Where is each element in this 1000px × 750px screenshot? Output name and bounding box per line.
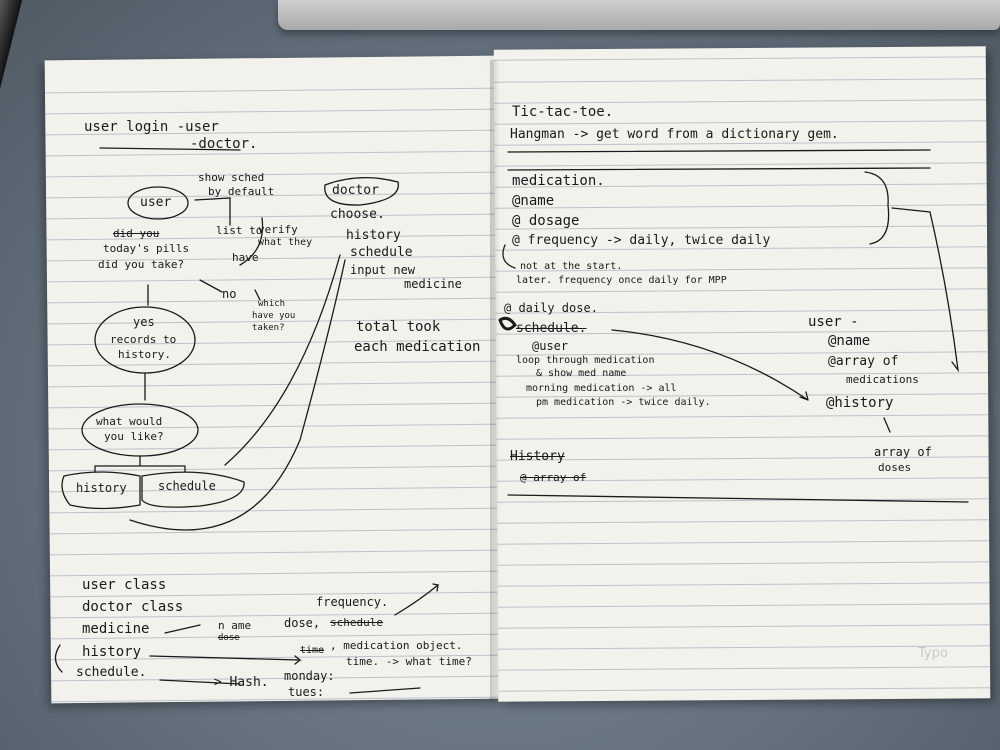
show-med-label: & show med name (536, 368, 627, 379)
time-struck: time (300, 645, 325, 656)
schedule-struck-label: schedule. (516, 321, 587, 336)
history-node-label: history (76, 481, 127, 495)
total-took-label: total took (356, 319, 441, 335)
show-sched-label: show sched (198, 171, 265, 184)
user-name-label: @name (828, 333, 871, 349)
array-struck-label: @ array of (520, 471, 587, 484)
login-header: user login -user (84, 119, 219, 135)
medication-object-label: , medication object. (330, 639, 463, 652)
did-you-take-label: did you take? (98, 258, 185, 271)
user-node-label: user (140, 195, 172, 210)
not-at-start-label: not at the start. (520, 261, 623, 272)
name-note: n ame (218, 619, 252, 632)
which-label: which (258, 299, 286, 309)
taken-label: taken? (252, 323, 285, 333)
doctor-node-label: doctor (332, 183, 379, 198)
verify-label: verify (258, 223, 298, 236)
doses-label: doses (878, 461, 912, 474)
tues-label: tues: (288, 685, 325, 699)
loop-label: loop through medication (516, 355, 655, 366)
schedule-node-label: schedule (158, 479, 216, 493)
laptop-edge (278, 0, 1000, 30)
by-default-label: by default (208, 185, 275, 198)
medication-title: medication. (512, 173, 605, 189)
doctor-history-label: history (346, 228, 401, 243)
user-history-label: @history (826, 395, 894, 411)
each-medication-label: each medication (354, 339, 481, 355)
no-label: no (222, 287, 237, 301)
array-of-label: array of (874, 445, 932, 459)
notebook-gutter (490, 60, 504, 700)
at-frequency-label: @ frequency -> daily, twice daily (512, 233, 771, 248)
tic-tac-toe-label: Tic-tac-toe. (512, 104, 614, 120)
have-you-label: have you (252, 311, 296, 321)
input-new-label: input new (350, 263, 416, 277)
at-name-label: @name (512, 193, 555, 209)
user-title: user - (808, 314, 859, 330)
have-label: have (232, 251, 259, 264)
todays-pills-label: today's pills (103, 242, 190, 255)
hash-label: -> Hash. (206, 675, 269, 690)
medicine-label: medicine (404, 277, 462, 291)
choose-label: choose. (330, 207, 385, 222)
history-struck-label: History (510, 449, 565, 464)
login-doctor: -doctor. (190, 136, 258, 152)
user-array-label: @array of (828, 354, 899, 369)
typo-watermark: Typo (918, 646, 948, 661)
at-user-label: @user (532, 339, 569, 353)
dose-sched-label: dose, (284, 616, 321, 630)
doctor-class-label: doctor class (82, 599, 184, 615)
schedule-struck: schedule (330, 616, 383, 629)
doctor-schedule-label: schedule (350, 245, 413, 260)
list-to-label: list to (216, 224, 263, 237)
history-dot-label: history. (118, 348, 171, 361)
medicine-class-label: medicine (82, 621, 150, 637)
you-like-label: you like? (104, 430, 164, 443)
frequency-label: frequency. (316, 595, 389, 609)
pm-label: pm medication -> twice daily. (536, 397, 711, 408)
what-would-label: what would (96, 415, 163, 428)
yes-label: yes (133, 315, 155, 329)
monday-label: monday: (284, 669, 335, 683)
time-what-label: time. -> what time? (346, 655, 472, 668)
at-dosage-label: @ dosage (512, 213, 580, 229)
what-they-label: what they (258, 237, 313, 248)
daily-dose-label: @ daily dose. (504, 301, 598, 315)
later-frequency-label: later. frequency once daily for MPP (516, 275, 727, 286)
user-medications-label: medications (846, 373, 919, 386)
morning-label: morning medication -> all (526, 383, 677, 394)
dose-note-struck: dose (218, 633, 240, 643)
schedule-class-label: schedule. (76, 665, 147, 680)
hangman-label: Hangman -> get word from a dictionary ge… (510, 127, 839, 142)
history-class-label: history (82, 644, 142, 660)
did-you-struck: did you (113, 227, 160, 240)
user-class-label: user class (82, 577, 167, 593)
records-to-label: records to (110, 333, 177, 346)
